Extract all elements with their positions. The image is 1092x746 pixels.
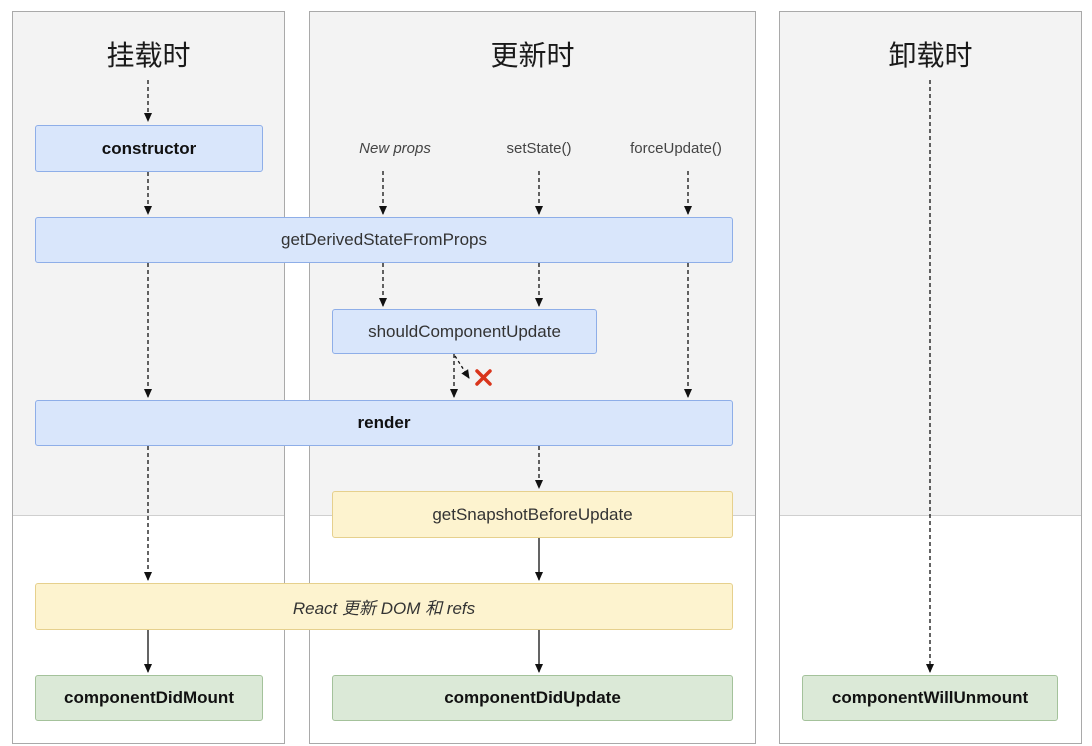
update-column-title: 更新时	[490, 39, 575, 72]
stop-x-icon	[475, 369, 492, 386]
trigger-set-state: setState()	[506, 140, 572, 157]
mount-column-title: 挂载时	[106, 39, 191, 72]
react-updates-dom-node: React 更新 DOM 和 refs	[35, 583, 733, 630]
get-derived-state-from-props-node: getDerivedStateFromProps	[35, 217, 733, 263]
component-did-mount-node: componentDidMount	[35, 675, 263, 721]
trigger-new-props: New props	[359, 140, 431, 157]
component-did-update-node: componentDidUpdate	[332, 675, 733, 721]
get-snapshot-before-update-node: getSnapshotBeforeUpdate	[332, 491, 733, 538]
render-node: render	[35, 400, 733, 446]
phase-divider	[13, 515, 284, 516]
constructor-node: constructor	[35, 125, 263, 172]
unmount-column-title: 卸载时	[888, 39, 973, 72]
should-component-update-node: shouldComponentUpdate	[332, 309, 597, 354]
component-will-unmount-node: componentWillUnmount	[802, 675, 1058, 721]
arrow-scu-false-branch	[454, 355, 470, 379]
trigger-force-update: forceUpdate()	[630, 140, 722, 157]
